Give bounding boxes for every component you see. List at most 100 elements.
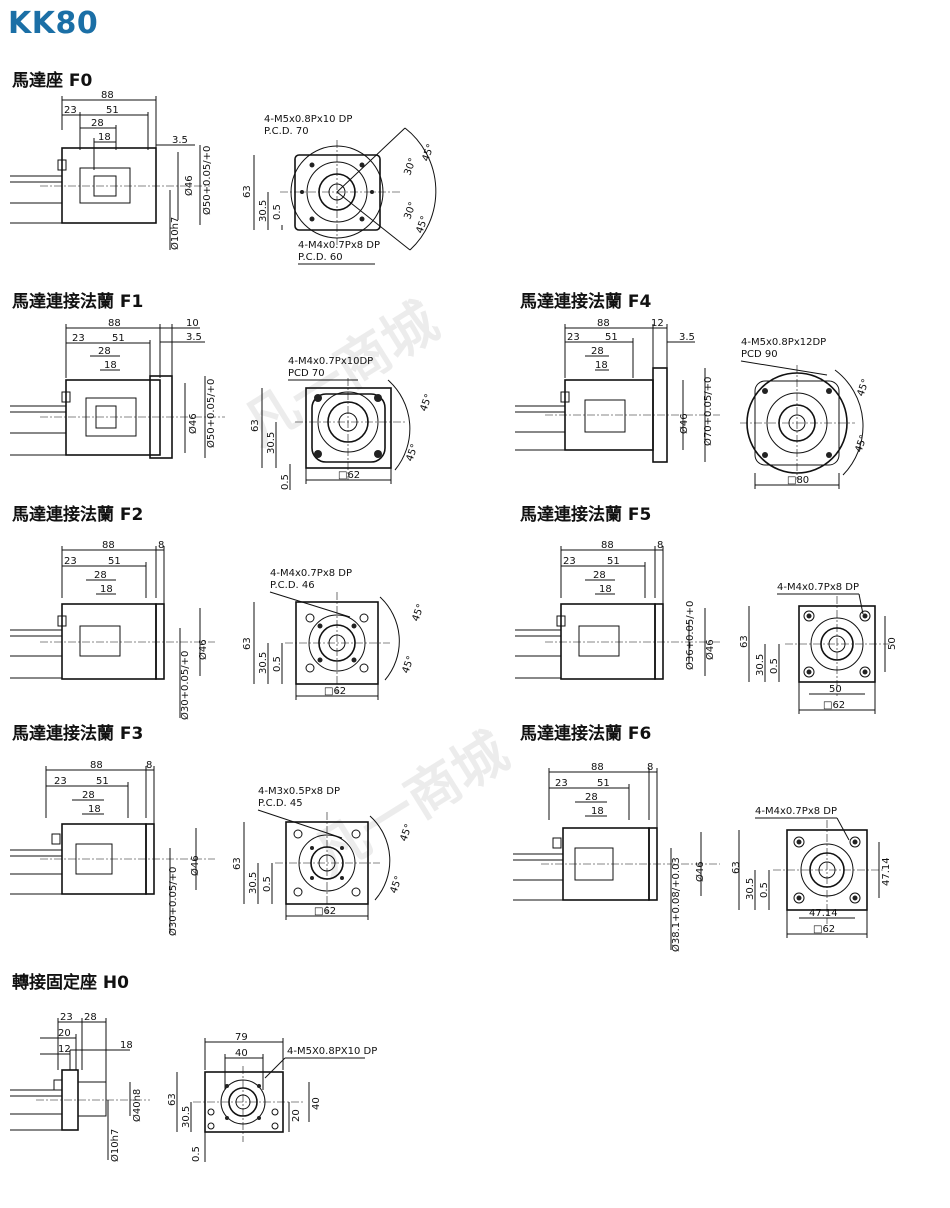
side-view-f3: 88 8 23 51 28 18 Ø46 Ø30+0.05/+0: [10, 760, 215, 936]
svg-text:□62: □62: [314, 906, 336, 917]
svg-text:28: 28: [94, 570, 107, 581]
svg-text:63: 63: [250, 419, 261, 432]
svg-text:P.C.D. 46: P.C.D. 46: [270, 580, 315, 591]
front-view-f0: 4-M5x0.8Px10 DP P.C.D. 70 45° 30° 30° 45…: [242, 114, 437, 265]
svg-text:3.5: 3.5: [679, 332, 695, 343]
svg-text:45°: 45°: [410, 603, 426, 623]
svg-text:28: 28: [98, 346, 111, 357]
svg-text:28: 28: [84, 1012, 97, 1023]
svg-text:12: 12: [58, 1044, 71, 1055]
svg-text:28: 28: [585, 792, 598, 803]
svg-text:P.C.D. 60: P.C.D. 60: [298, 252, 343, 263]
front-view-f5: 4-M4x0.7Px8 DP 63 30.5 0.5 50 50 □62: [739, 582, 898, 714]
svg-text:88: 88: [597, 318, 610, 329]
svg-text:18: 18: [104, 360, 117, 371]
svg-text:4-M5X0.8PX10 DP: 4-M5X0.8PX10 DP: [287, 1046, 377, 1057]
svg-text:Ø70+0.05/+0: Ø70+0.05/+0: [702, 377, 714, 446]
svg-text:23: 23: [64, 556, 77, 567]
svg-text:45°: 45°: [420, 143, 436, 163]
side-view-f5: 88 8 23 51 28 18 Ø36+0.05/+0 Ø46: [515, 540, 720, 680]
svg-text:45°: 45°: [853, 434, 869, 454]
svg-text:30.5: 30.5: [266, 432, 277, 454]
svg-text:30.5: 30.5: [248, 872, 259, 894]
svg-text:45°: 45°: [418, 393, 434, 413]
svg-text:Ø40h8: Ø40h8: [131, 1089, 143, 1122]
svg-text:23: 23: [60, 1012, 73, 1023]
svg-text:□80: □80: [787, 475, 809, 486]
section-heading-f1: 馬達連接法蘭 F1: [12, 292, 144, 312]
svg-text:P.C.D. 70: P.C.D. 70: [264, 126, 309, 137]
svg-text:4-M4x0.7Px8 DP: 4-M4x0.7Px8 DP: [270, 568, 352, 579]
svg-text:18: 18: [599, 584, 612, 595]
svg-text:51: 51: [96, 776, 109, 787]
svg-text:63: 63: [739, 635, 750, 648]
svg-text:18: 18: [595, 360, 608, 371]
svg-text:4-M5x0.8Px10 DP: 4-M5x0.8Px10 DP: [264, 114, 352, 125]
svg-text:23: 23: [563, 556, 576, 567]
svg-text:30.5: 30.5: [181, 1106, 192, 1128]
svg-text:88: 88: [591, 762, 604, 773]
svg-text:23: 23: [64, 105, 77, 116]
svg-text:18: 18: [100, 584, 113, 595]
svg-text:□62: □62: [338, 470, 360, 481]
svg-text:18: 18: [591, 806, 604, 817]
svg-text:47.14: 47.14: [881, 857, 892, 886]
svg-text:63: 63: [232, 857, 243, 870]
svg-text:45°: 45°: [855, 378, 871, 398]
svg-text:0.5: 0.5: [262, 876, 273, 892]
side-view-f0: 88 23 51 28 18 3.5 Ø46 Ø50+0.05/+0 Ø10h7: [10, 90, 213, 250]
section-heading-f2: 馬達連接法蘭 F2: [12, 505, 144, 525]
svg-text:18: 18: [88, 804, 101, 815]
svg-text:□62: □62: [823, 700, 845, 711]
svg-text:PCD 90: PCD 90: [741, 349, 778, 360]
svg-text:30°: 30°: [402, 201, 418, 221]
svg-text:Ø30+0.05/+0: Ø30+0.05/+0: [179, 651, 191, 720]
svg-text:Ø46: Ø46: [187, 413, 199, 434]
svg-text:51: 51: [108, 556, 121, 567]
svg-text:Ø46: Ø46: [694, 861, 706, 882]
svg-text:0.5: 0.5: [191, 1146, 202, 1162]
svg-text:Ø46: Ø46: [678, 413, 690, 434]
svg-text:63: 63: [167, 1093, 178, 1106]
svg-text:4-M5x0.8Px12DP: 4-M5x0.8Px12DP: [741, 337, 826, 348]
section-heading-f3: 馬達連接法蘭 F3: [12, 724, 144, 744]
svg-text:□62: □62: [324, 686, 346, 697]
svg-text:47.14: 47.14: [809, 908, 838, 919]
svg-text:88: 88: [101, 90, 114, 101]
svg-text:20: 20: [58, 1028, 71, 1039]
svg-text:88: 88: [601, 540, 614, 551]
svg-text:50: 50: [829, 684, 842, 695]
svg-text:88: 88: [108, 318, 121, 329]
svg-text:Ø30+0.05/+0: Ø30+0.05/+0: [167, 867, 179, 936]
svg-text:51: 51: [597, 778, 610, 789]
front-view-f3: 4-M3x0.5Px8 DP P.C.D. 45 45° 45° 63 30.5…: [232, 786, 415, 920]
svg-text:88: 88: [90, 760, 103, 771]
side-view-f1: 88 23 51 28 18 10 3.5 Ø46 Ø50+0.05/+0: [10, 318, 225, 459]
svg-text:3.5: 3.5: [186, 332, 202, 343]
svg-text:51: 51: [605, 332, 618, 343]
svg-text:28: 28: [591, 346, 604, 357]
svg-text:18: 18: [98, 132, 111, 143]
page-title: KK80: [8, 6, 99, 41]
svg-text:8: 8: [158, 540, 164, 551]
svg-text:Ø46: Ø46: [704, 639, 716, 660]
svg-text:Ø46: Ø46: [197, 639, 209, 660]
svg-text:10: 10: [186, 318, 199, 329]
side-view-f6: 88 8 23 51 28 18 Ø46 Ø38.1+0.08/+0.03: [513, 762, 720, 952]
svg-text:Ø10h7: Ø10h7: [109, 1129, 121, 1162]
svg-text:8: 8: [647, 762, 653, 773]
section-heading-f0: 馬達座 F0: [12, 71, 93, 91]
svg-text:8: 8: [657, 540, 663, 551]
svg-text:40: 40: [311, 1097, 322, 1110]
svg-text:28: 28: [593, 570, 606, 581]
svg-text:51: 51: [106, 105, 119, 116]
front-view-f4: 4-M5x0.8Px12DP PCD 90 45° 45° □80: [740, 337, 872, 489]
section-heading-f4: 馬達連接法蘭 F4: [520, 292, 652, 312]
svg-text:4-M4x0.7Px8 DP: 4-M4x0.7Px8 DP: [755, 806, 837, 817]
svg-text:20: 20: [291, 1109, 302, 1122]
svg-text:50: 50: [887, 637, 898, 650]
svg-text:8: 8: [146, 760, 152, 771]
svg-text:0.5: 0.5: [759, 882, 770, 898]
svg-text:Ø38.1+0.08/+0.03: Ø38.1+0.08/+0.03: [670, 857, 682, 952]
svg-text:45°: 45°: [400, 655, 416, 675]
